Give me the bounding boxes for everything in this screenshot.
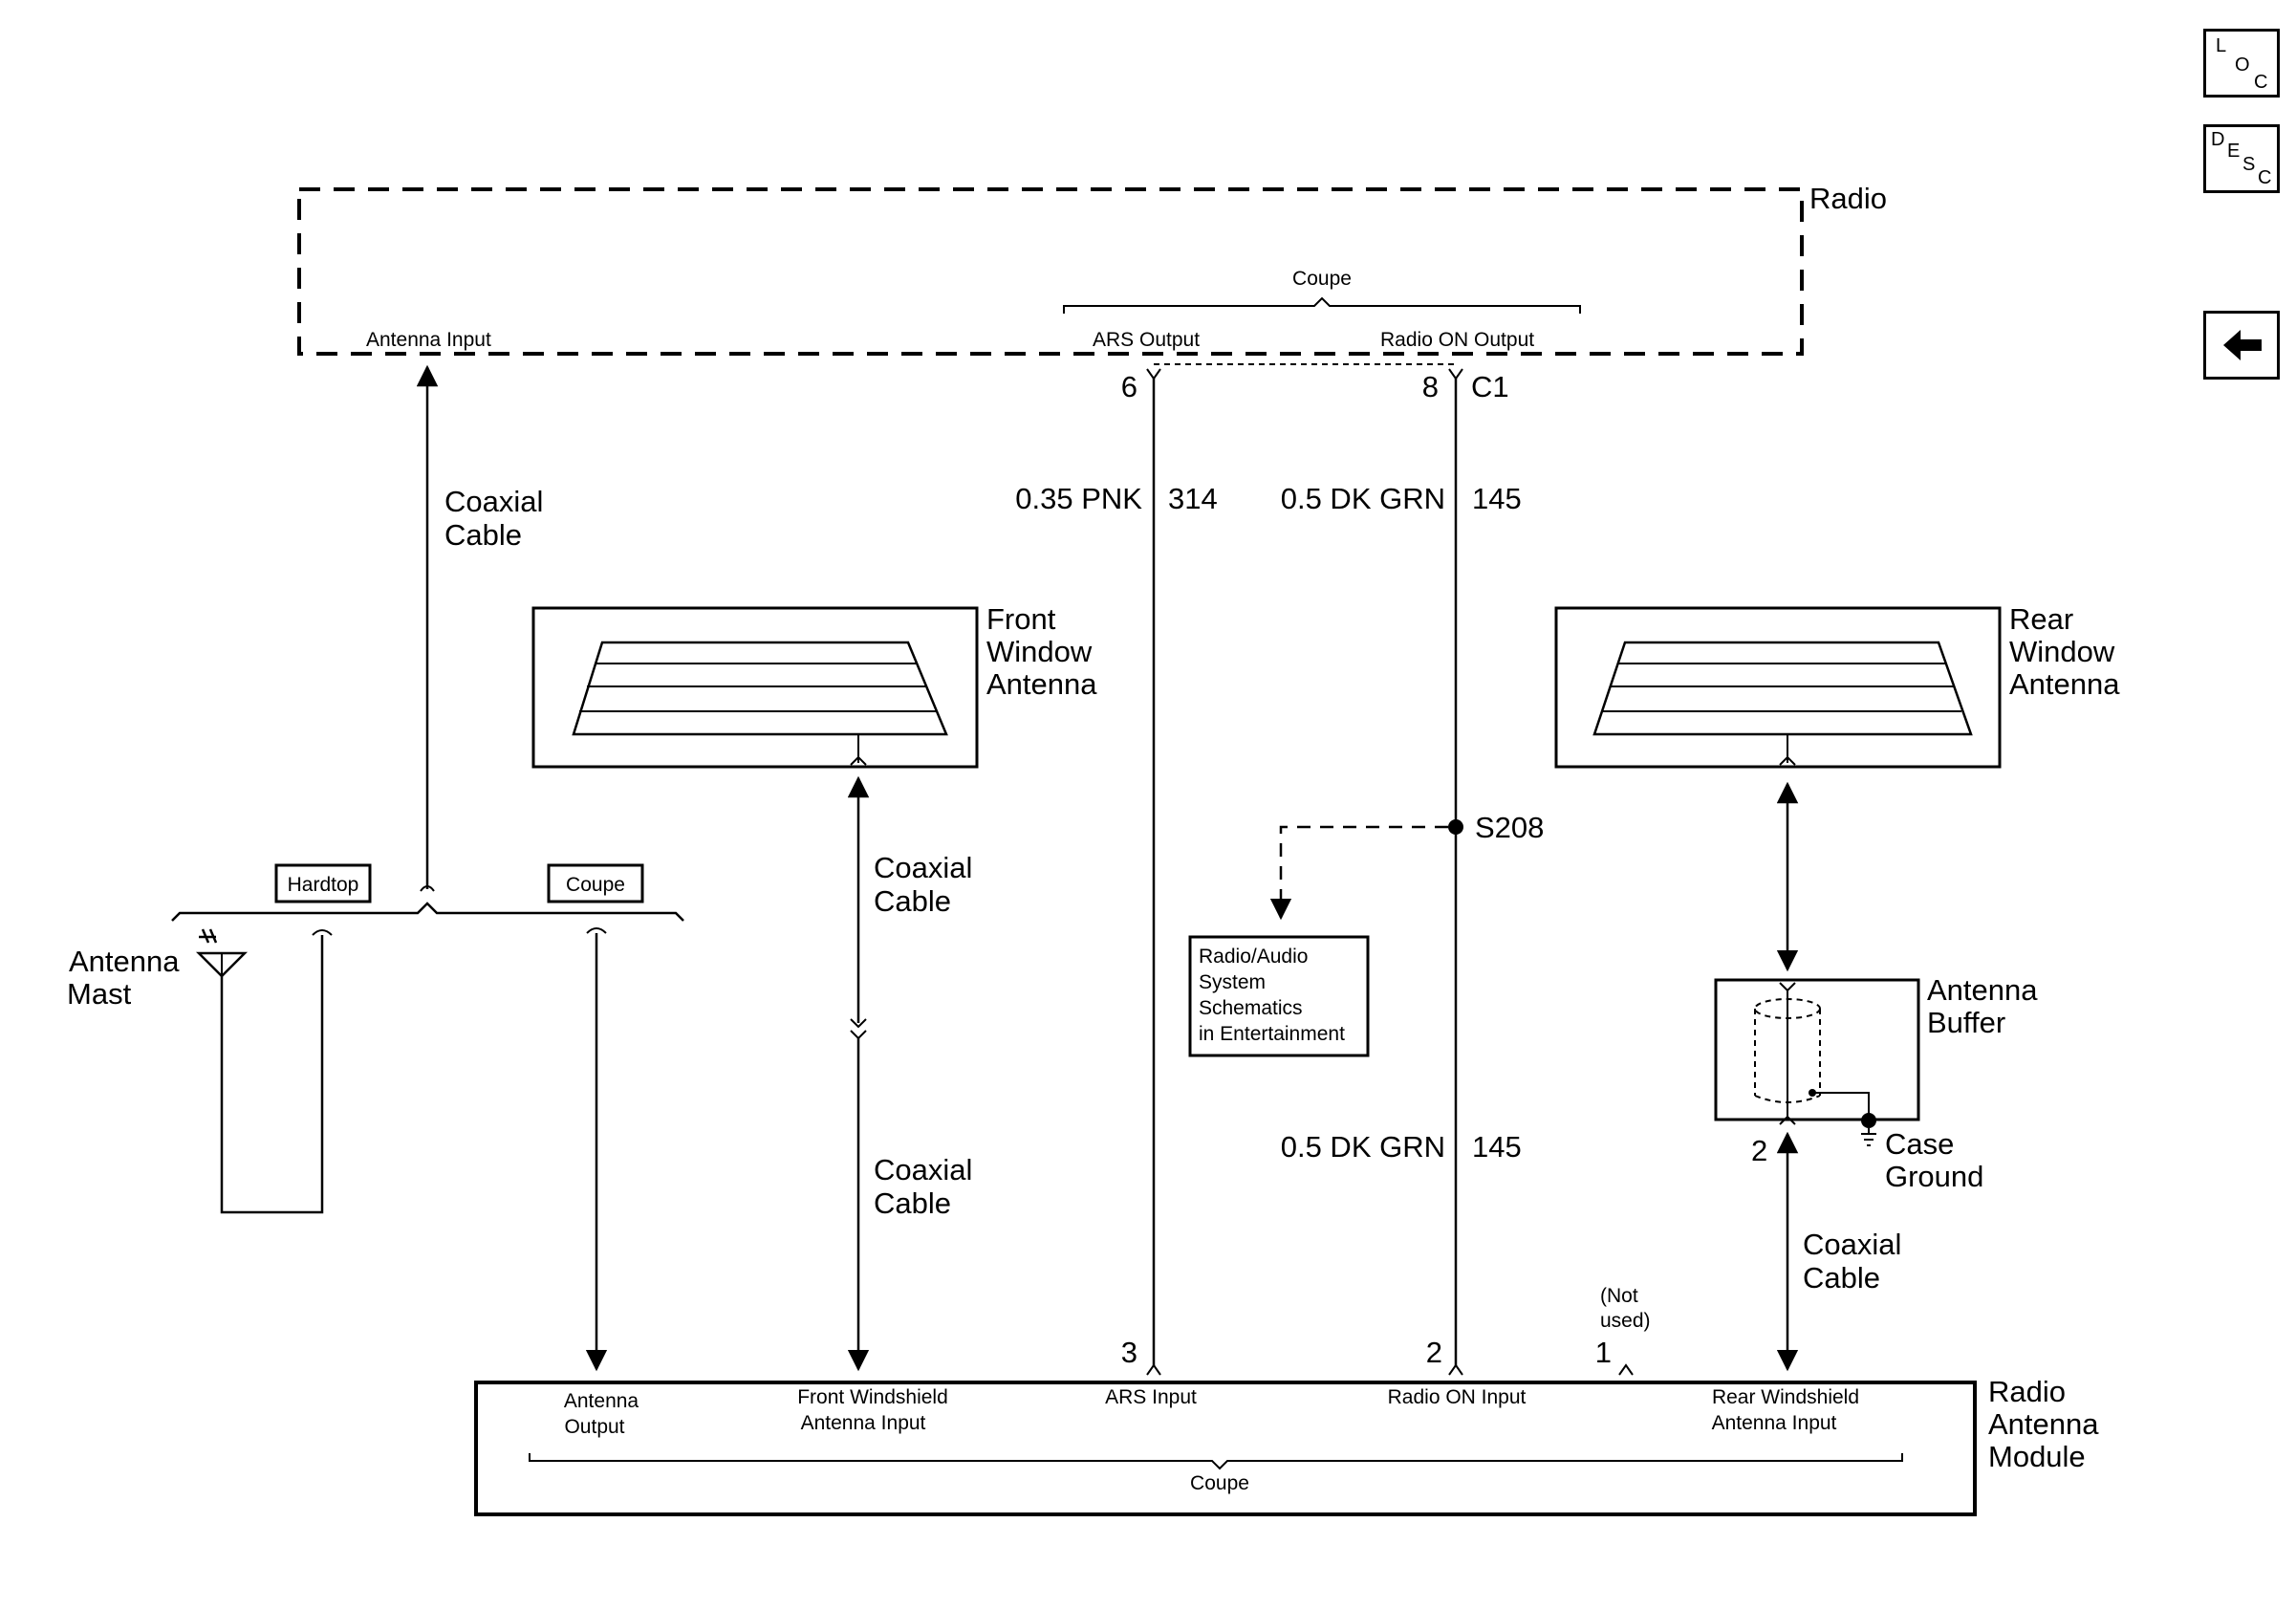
coupe-antenna-coax (585, 927, 608, 1372)
radio-on-wire-size-color: 0.5 DK GRN (1281, 482, 1445, 515)
radio-coax-label-2: Cable (444, 518, 522, 552)
coupe-option-label: Coupe (566, 874, 625, 896)
loc-letter-l: L (2216, 35, 2227, 56)
splice-reference-box (1188, 935, 1370, 1057)
case-ground-label-1: Case (1885, 1127, 1954, 1161)
module-label-1: Radio (1988, 1375, 2066, 1408)
front-coax-cable: Coaxial Cable Coaxial Cable (847, 755, 972, 1372)
module-front-input-2: Antenna Input (801, 1412, 926, 1434)
module-front-input-1: Front Windshield (797, 1386, 948, 1408)
hardtop-option-box (274, 863, 372, 903)
radio-on-wire-circuit: 145 (1472, 482, 1522, 515)
back-button[interactable] (2203, 311, 2280, 380)
ars-wire-size-color: 0.35 PNK (1015, 482, 1142, 515)
radio-coax-label-1: Coaxial (444, 485, 543, 518)
loc-button[interactable]: L O C (2203, 29, 2280, 98)
rear-window-label-3: Antenna (2009, 667, 2120, 701)
ground-symbol-icon (1861, 1133, 1876, 1146)
unused-pin: 1 (Not used) (1595, 1285, 1651, 1376)
splice-reference-1: Radio/Audio (1199, 946, 1308, 968)
radio-pin-radio-on: 8 (1422, 370, 1439, 403)
left-arrow-icon (2223, 330, 2262, 360)
hardtop-option-label: Hardtop (288, 874, 359, 896)
case-ground-label-2: Ground (1885, 1160, 1983, 1193)
radio-on-output-label: Radio ON Output (1380, 329, 1534, 351)
splice-reference-2: System (1199, 971, 1266, 993)
radio-coupe-label: Coupe (1292, 268, 1352, 290)
antenna-buffer-pin: 2 (1751, 1134, 1767, 1167)
module-rear-input-2: Antenna Input (1712, 1412, 1837, 1434)
radio-on-wire-lower-size-color: 0.5 DK GRN (1281, 1130, 1445, 1164)
module-label-2: Antenna (1988, 1407, 2099, 1441)
module-coupe-label: Coupe (1190, 1472, 1249, 1494)
desc-letter-e: E (2227, 141, 2241, 162)
rear-window-antenna: Rear Window Antenna (1554, 602, 2120, 769)
splice-s208: S208 Radio/Audio System Schematics in En… (1188, 811, 1544, 1057)
radio-antenna-module: 3 2 Antenna Output Front Windshield Ante… (474, 1336, 2099, 1516)
splice-dot-icon (1448, 819, 1463, 835)
antenna-buffer-label-1: Antenna (1927, 973, 2038, 1007)
antenna-buffer: Antenna Buffer Case Ground 2 (1714, 973, 2038, 1193)
loc-letter-o: O (2235, 54, 2250, 76)
front-coax-lower-label-2: Cable (874, 1186, 951, 1220)
option-bracket: Hardtop Coupe (171, 863, 684, 922)
module-pin-ars: 3 (1121, 1336, 1137, 1369)
loc-letter-c: C (2254, 72, 2268, 93)
radio-antenna-input-label: Antenna Input (366, 329, 491, 351)
case-ground-dot-icon (1861, 1113, 1876, 1128)
radio-coupe-bracket (1063, 296, 1581, 314)
radio-connector-c1: C1 (1471, 370, 1509, 403)
radio-coax-cable: Coaxial Cable (416, 364, 543, 892)
module-radio-on-input: Radio ON Input (1388, 1386, 1527, 1408)
front-coax-label-1: Coaxial (874, 851, 972, 884)
module-antenna-output-2: Output (564, 1416, 624, 1438)
rear-window-grid-icon (1592, 641, 1973, 736)
splice-reference-4: in Entertainment (1199, 1023, 1345, 1045)
desc-letter-d: D (2211, 129, 2225, 150)
desc-letter-c: C (2258, 167, 2272, 188)
front-coax-lower-label-1: Coaxial (874, 1153, 972, 1186)
module-antenna-output-1: Antenna (564, 1390, 639, 1412)
module-pin-radio-on: 2 (1426, 1336, 1442, 1369)
not-used-label-1: (Not (1600, 1285, 1638, 1307)
rear-coax-upper (1776, 755, 1799, 972)
desc-letter-s: S (2242, 154, 2256, 175)
antenna-mast: Antenna Mast (67, 928, 333, 1214)
radio-on-wire: 0.5 DK GRN 145 0.5 DK GRN 145 (1281, 368, 1522, 1376)
antenna-mast-label-1: Antenna (69, 945, 180, 978)
antenna-buffer-label-2: Buffer (1927, 1006, 2005, 1039)
module-pin-unused: 1 (1595, 1336, 1612, 1369)
rear-window-label-2: Window (2009, 635, 2115, 668)
front-window-label-3: Antenna (986, 667, 1097, 701)
front-window-label-1: Front (986, 602, 1056, 636)
module-ars-input: ARS Input (1105, 1386, 1197, 1408)
desc-button[interactable]: D E S C (2203, 124, 2280, 193)
radio-label: Radio (1809, 182, 1887, 215)
module-coupe-bracket (529, 1453, 1903, 1470)
antenna-mast-label-2: Mast (67, 977, 132, 1011)
module-label-3: Module (1988, 1440, 2086, 1473)
front-window-antenna: Front Window Antenna (531, 602, 1097, 769)
not-used-label-2: used) (1600, 1310, 1651, 1332)
splice-reference-3: Schematics (1199, 997, 1303, 1019)
ars-wire: 0.35 PNK 314 (1015, 368, 1218, 1376)
rear-coax-lower: Coaxial Cable (1776, 1115, 1901, 1372)
front-window-label-2: Window (986, 635, 1093, 668)
radio-on-wire-lower-circuit: 145 (1472, 1130, 1522, 1164)
front-coax-label-2: Cable (874, 884, 951, 918)
ars-wire-circuit: 314 (1168, 482, 1218, 515)
radio-ars-output-label: ARS Output (1093, 329, 1200, 351)
splice-id: S208 (1475, 811, 1544, 844)
coupe-option-box (547, 863, 644, 903)
radio-pin-ars: 6 (1121, 370, 1137, 403)
module-rear-input-1: Rear Windshield (1712, 1386, 1859, 1408)
radio-component: Radio Antenna Input ARS Output Radio ON … (297, 182, 1887, 403)
rear-coax-label-1: Coaxial (1803, 1228, 1901, 1261)
rear-coax-label-2: Cable (1803, 1261, 1880, 1295)
front-window-grid-icon (572, 641, 948, 736)
rear-window-label-1: Rear (2009, 602, 2073, 636)
